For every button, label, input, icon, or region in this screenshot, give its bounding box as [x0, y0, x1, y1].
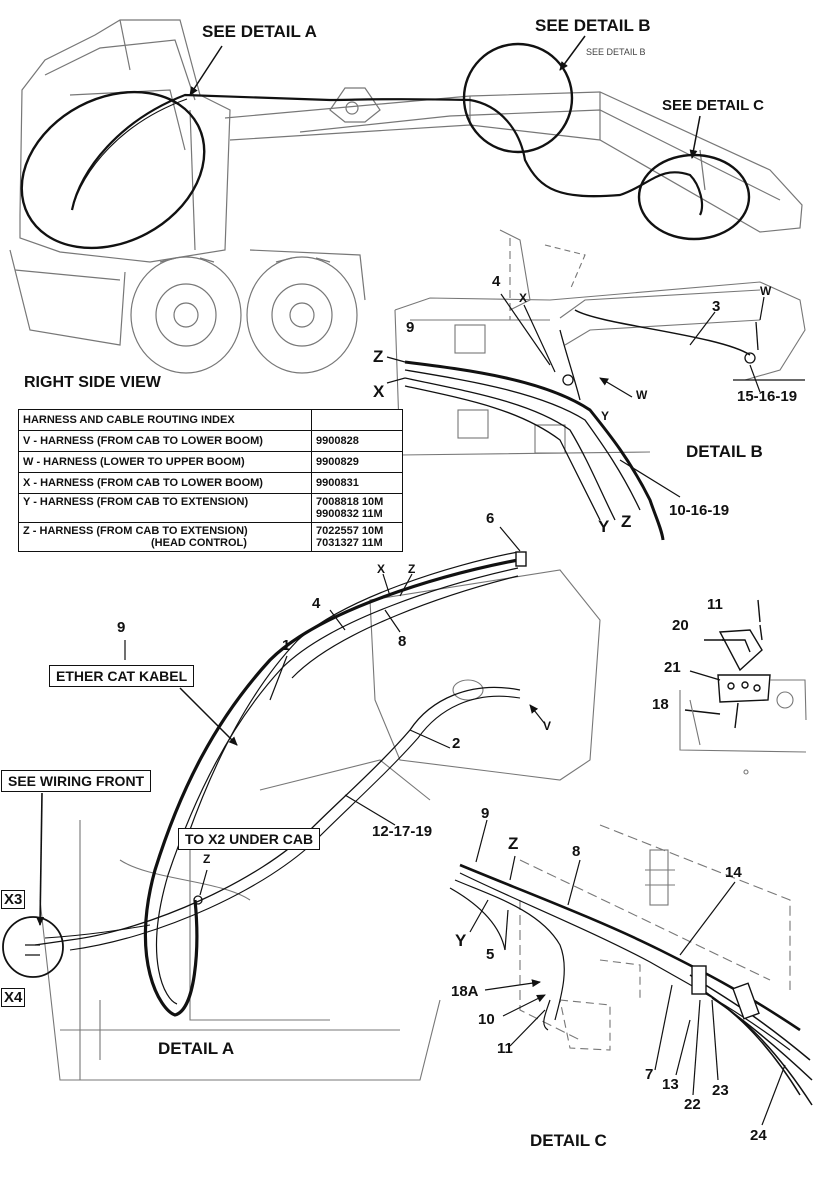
- detail-c-ellipse: [637, 153, 751, 241]
- detail-c-item-22: 22: [684, 1096, 701, 1113]
- detail-c-item-23: 23: [712, 1082, 729, 1099]
- bracket-item-20: 20: [672, 617, 689, 634]
- detail-a-harness-v: V: [543, 719, 552, 733]
- detail-c-item-13: 13: [662, 1076, 679, 1093]
- index-table-header-row: HARNESS AND CABLE ROUTING INDEX: [18, 409, 403, 431]
- detail-b-ref-10-16-19: 10-16-19: [669, 502, 730, 519]
- detail-a-leader: [189, 45, 223, 96]
- detail-b-circle: [462, 42, 574, 154]
- detail-a-harness-main: [143, 558, 519, 1017]
- row-part: 9900829: [311, 451, 403, 473]
- index-table-title: HARNESS AND CABLE ROUTING INDEX: [18, 409, 312, 431]
- detail-c-title: DETAIL C: [530, 1131, 607, 1150]
- see-detail-b-small-note: SEE DETAIL B: [586, 47, 646, 57]
- detail-a-item-1: 1: [282, 637, 291, 654]
- detail-b-item-9: 9: [406, 319, 415, 336]
- detail-b-harness-z-bottom: Z: [621, 512, 632, 531]
- detail-c-structure: [519, 824, 791, 1051]
- detail-b-item-4: 4: [492, 273, 501, 290]
- see-detail-a-callout: SEE DETAIL A: [202, 22, 317, 41]
- bracket-detail: [684, 599, 771, 729]
- table-row: Y - HARNESS (FROM CAB TO EXTENSION) 7008…: [18, 493, 403, 523]
- ether-cat-kabel-box: ETHER CAT KABEL: [49, 665, 195, 687]
- row-desc-2: (HEAD CONTROL): [151, 537, 247, 549]
- connector-x4-label: X4: [1, 988, 26, 1007]
- detail-a-title: DETAIL A: [158, 1039, 235, 1058]
- table-row: X - HARNESS (FROM CAB TO LOWER BOOM) 990…: [18, 472, 403, 494]
- row-desc: V - HARNESS (FROM CAB TO LOWER BOOM): [18, 430, 312, 452]
- detail-c-item-18a: 18A: [451, 983, 479, 1000]
- see-wiring-front-box: SEE WIRING FRONT: [1, 770, 152, 792]
- detail-c-harness-z: Z: [508, 834, 519, 853]
- row-desc-cell: Z - HARNESS (FROM CAB TO EXTENSION) (HEA…: [18, 522, 312, 552]
- detail-a-harness-z-small: Z: [203, 852, 211, 866]
- detail-c-item-14: 14: [725, 864, 742, 881]
- overview-harness-route: [70, 93, 704, 216]
- detail-b-harness-y: Y: [598, 517, 610, 536]
- detail-b-ref-15-16-19: 15-16-19: [737, 388, 798, 405]
- harness-routing-index-table: HARNESS AND CABLE ROUTING INDEX V - HARN…: [18, 409, 403, 552]
- detail-a-item-2: 2: [452, 735, 461, 752]
- detail-a-structure: [39, 569, 601, 1081]
- bracket-item-18: 18: [652, 696, 669, 713]
- row-desc: W - HARNESS (LOWER TO UPPER BOOM): [18, 451, 312, 473]
- table-row: W - HARNESS (LOWER TO UPPER BOOM) 990082…: [18, 451, 403, 473]
- connector-x3-label: X3: [1, 890, 26, 909]
- detail-a-ellipse: [20, 90, 206, 250]
- see-detail-b-callout: SEE DETAIL B: [535, 16, 651, 35]
- detail-a-item-4: 4: [312, 595, 321, 612]
- detail-c-leader: [689, 115, 701, 159]
- row-part: 9900832 11M: [316, 508, 383, 520]
- row-parts: 7022557 10M 7031327 11M: [311, 522, 403, 552]
- row-part: 9900831: [311, 472, 403, 494]
- detail-b-item-3: 3: [712, 298, 721, 315]
- wiring-front-circle: [2, 916, 64, 978]
- bracket-item-21: 21: [664, 659, 681, 676]
- row-part: 7031327 11M: [316, 537, 383, 549]
- row-desc: Z - HARNESS (FROM CAB TO EXTENSION): [23, 525, 248, 537]
- row-desc: X - HARNESS (FROM CAB TO LOWER BOOM): [18, 472, 312, 494]
- row-part: 7008818 10M: [316, 496, 384, 508]
- bracket-item-11: 11: [707, 596, 723, 613]
- table-row: Z - HARNESS (FROM CAB TO EXTENSION) (HEA…: [18, 522, 403, 552]
- row-part: 9900828: [311, 430, 403, 452]
- detail-c-item-8: 8: [572, 843, 581, 860]
- table-row: V - HARNESS (FROM CAB TO LOWER BOOM) 990…: [18, 430, 403, 452]
- detail-b-harness-x: X: [373, 382, 385, 401]
- detail-c-item-24: 24: [750, 1127, 767, 1144]
- detail-c-item-7: 7: [645, 1066, 654, 1083]
- index-table-empty-cell: [311, 409, 403, 431]
- detail-c-item-11: 11: [497, 1040, 513, 1057]
- detail-c-item-9: 9: [481, 805, 490, 822]
- row-parts: 7008818 10M 9900832 11M: [311, 493, 403, 523]
- detail-a-harness-x: X: [377, 562, 386, 576]
- detail-b-harness-y-small: Y: [601, 409, 610, 423]
- right-side-view-title: RIGHT SIDE VIEW: [24, 374, 161, 391]
- see-detail-c-callout: SEE DETAIL C: [662, 97, 764, 114]
- detail-a-item-9: 9: [117, 619, 126, 636]
- detail-a-harness-z: Z: [408, 562, 416, 576]
- detail-a-item-6: 6: [486, 510, 495, 527]
- row-desc: Y - HARNESS (FROM CAB TO EXTENSION): [18, 493, 312, 523]
- detail-b-harness-w-mid: W: [636, 388, 648, 402]
- row-part: 7022557 10M: [316, 525, 384, 537]
- detail-b-harness-w-top: W: [760, 284, 772, 298]
- detail-c-item-10: 10: [478, 1011, 495, 1028]
- detail-b-harness-x-top: X: [519, 291, 528, 305]
- detail-a-ref-12-17-19: 12-17-19: [372, 823, 433, 840]
- detail-b-leader: [559, 35, 586, 71]
- detail-b-title: DETAIL B: [686, 442, 763, 461]
- detail-a-harness-2: [34, 686, 521, 946]
- detail-a-item-8: 8: [398, 633, 407, 650]
- machine-overview: [9, 19, 803, 374]
- detail-b-harness-z: Z: [373, 347, 384, 366]
- detail-c-item-5: 5: [486, 946, 495, 963]
- to-x2-under-cab-box: TO X2 UNDER CAB: [178, 828, 321, 850]
- detail-b-harness: [404, 360, 665, 541]
- detail-c-harness-y: Y: [455, 931, 467, 950]
